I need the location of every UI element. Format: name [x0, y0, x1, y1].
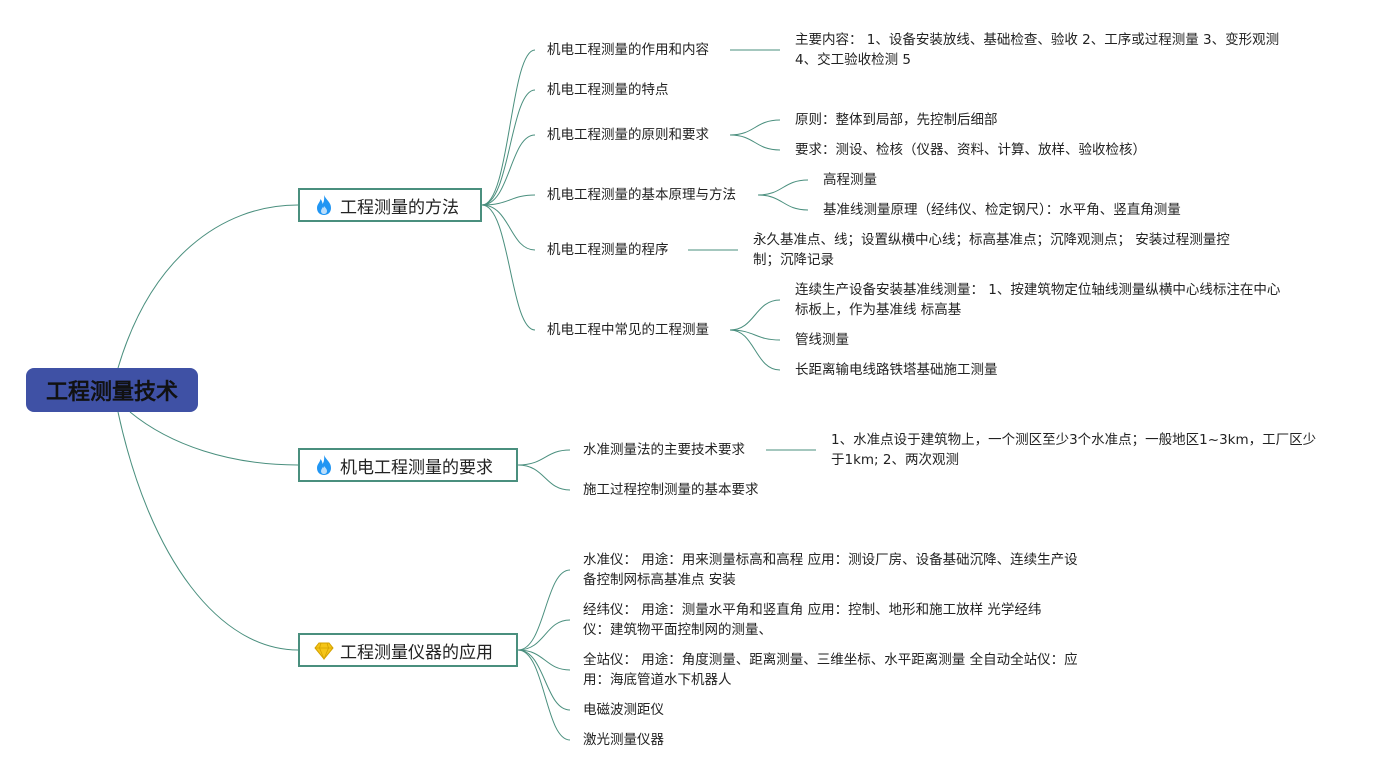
detail-elevation-survey[interactable]: 高程测量	[823, 172, 877, 188]
branch-measurement-methods[interactable]: 工程测量的方法	[298, 188, 482, 222]
root-topic[interactable]: 工程测量技术	[26, 368, 198, 412]
detail-pipeline-survey[interactable]: 管线测量	[795, 332, 849, 348]
topic-leveling-requirements[interactable]: 水准测量法的主要技术要求	[583, 442, 745, 458]
link-root-branch-1	[117, 204, 299, 369]
topic-principles-requirements[interactable]: 机电工程测量的原则和要求	[547, 127, 709, 143]
detail-continuous-production-baseline[interactable]: 连续生产设备安装基准线测量： 1、按建筑物定位轴线测量纵横中心线标注在中心标板上…	[795, 282, 1281, 318]
detail-baseline-survey[interactable]: 基准线测量原理（经纬仪、检定钢尺）：水平角、竖直角测量	[823, 202, 1181, 218]
branch-label: 工程测量的方法	[340, 197, 459, 218]
fire-icon	[317, 195, 331, 215]
gem-icon	[314, 642, 334, 661]
topic-role-and-content[interactable]: 机电工程测量的作用和内容	[547, 42, 709, 58]
topic-total-station[interactable]: 全站仪： 用途：角度测量、距离测量、三维坐标、水平距离测量 全自动全站仪：应用：…	[583, 652, 1078, 688]
topic-laser-instrument[interactable]: 激光测量仪器	[583, 732, 664, 748]
detail-transmission-tower-survey[interactable]: 长距离输电线路铁塔基础施工测量	[795, 362, 998, 378]
branch-label: 工程测量仪器的应用	[340, 642, 493, 663]
detail-leveling-requirements[interactable]: 1、水准点设于建筑物上，一个测区至少3个水准点；一般地区1~3km，工厂区少于1…	[831, 432, 1317, 468]
branch-instrument-application[interactable]: 工程测量仪器的应用	[298, 633, 518, 667]
link-root-branch-3	[117, 411, 299, 651]
topic-theodolite[interactable]: 经纬仪： 用途：测量水平角和竖直角 应用：控制、地形和施工放样 光学经纬仪：建筑…	[583, 602, 1042, 638]
topic-basic-principles-methods[interactable]: 机电工程测量的基本原理与方法	[547, 187, 736, 203]
detail-procedure-steps[interactable]: 永久基准点、线；设置纵横中心线；标高基准点；沉降观测点； 安装过程测量控制；沉降…	[753, 232, 1230, 268]
detail-principle[interactable]: 原则：整体到局部，先控制后细部	[795, 112, 998, 128]
branch-measurement-requirements[interactable]: 机电工程测量的要求	[298, 448, 518, 482]
branch-label: 机电工程测量的要求	[340, 457, 493, 478]
topic-procedure[interactable]: 机电工程测量的程序	[547, 242, 669, 258]
topic-construction-control[interactable]: 施工过程控制测量的基本要求	[583, 482, 759, 498]
topic-common-surveys[interactable]: 机电工程中常见的工程测量	[547, 322, 709, 338]
topic-level-instrument[interactable]: 水准仪： 用途：用来测量标高和高程 应用：测设厂房、设备基础沉降、连续生产设备控…	[583, 552, 1078, 588]
topic-characteristics[interactable]: 机电工程测量的特点	[547, 82, 669, 98]
detail-requirement[interactable]: 要求：测设、检核（仪器、资料、计算、放样、验收检核）	[795, 142, 1146, 158]
fire-icon	[317, 455, 331, 475]
topic-emd-instrument[interactable]: 电磁波测距仪	[583, 702, 664, 718]
detail-main-content[interactable]: 主要内容： 1、设备安装放线、基础检查、验收 2、工序或过程测量 3、变形观测 …	[795, 32, 1280, 68]
link-root-branch-2	[129, 411, 299, 466]
